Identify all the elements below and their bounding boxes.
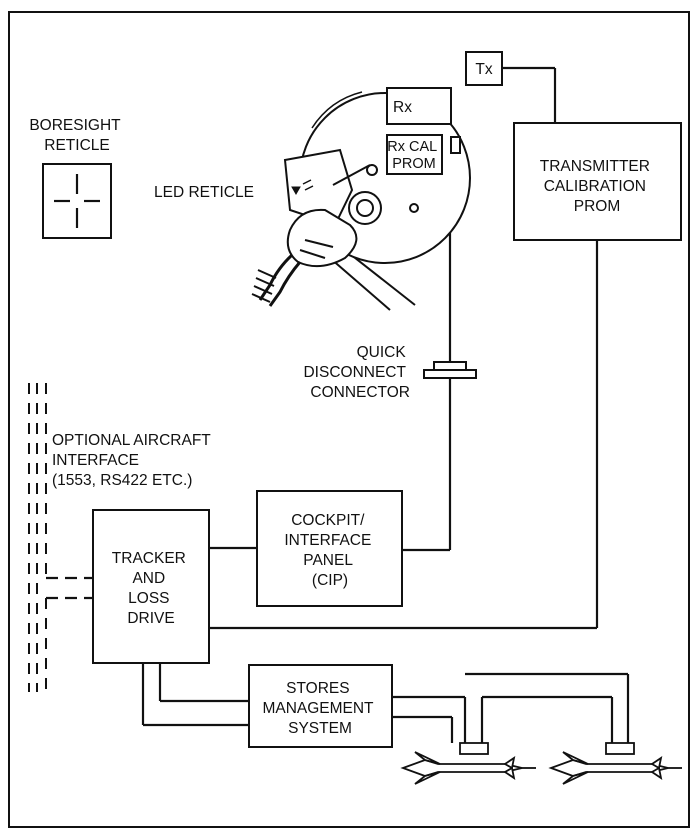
diagram-frame	[8, 11, 690, 828]
rx-label: Rx	[393, 99, 412, 116]
boresight-reticle-label: BORESIGHT RETICLE	[29, 117, 124, 154]
quick-disconnect-connector-label: QUICK DISCONNECT CONNECTOR	[303, 344, 410, 401]
stores-management-system-box	[248, 664, 393, 748]
missile-left	[400, 742, 536, 785]
missile-right	[548, 742, 682, 785]
transmitter-calibration-prom-label: TRANSMITTER CALIBRATION PROM	[540, 158, 655, 215]
boresight-reticle-box	[42, 163, 112, 239]
transmitter-calibration-prom-box	[513, 122, 682, 241]
tracker-and-loss-drive-box	[92, 509, 210, 664]
led-reticle-label: LED RETICLE	[154, 184, 254, 201]
aircraft-interface-bus	[28, 383, 47, 692]
tx-box	[465, 51, 503, 86]
rx-cal-prom-label: Rx CAL PROM	[387, 139, 440, 172]
cockpit-interface-panel-label: COCKPIT/ INTERFACE PANEL (CIP)	[284, 512, 375, 589]
cockpit-interface-panel-box	[256, 490, 403, 607]
tracker-and-loss-drive-label: TRACKER AND LOSS DRIVE	[112, 550, 190, 627]
rx-module: Rx	[386, 87, 452, 125]
optional-aircraft-interface-label: OPTIONAL AIRCRAFT INTERFACE (1553, RS422…	[52, 432, 215, 489]
rx-cal-prom-module: Rx CAL PROM	[386, 134, 443, 175]
stores-management-system-label: STORES MANAGEMENT SYSTEM	[262, 680, 377, 737]
tx-label: Tx	[475, 61, 492, 78]
quick-disconnect-connector	[423, 361, 477, 379]
